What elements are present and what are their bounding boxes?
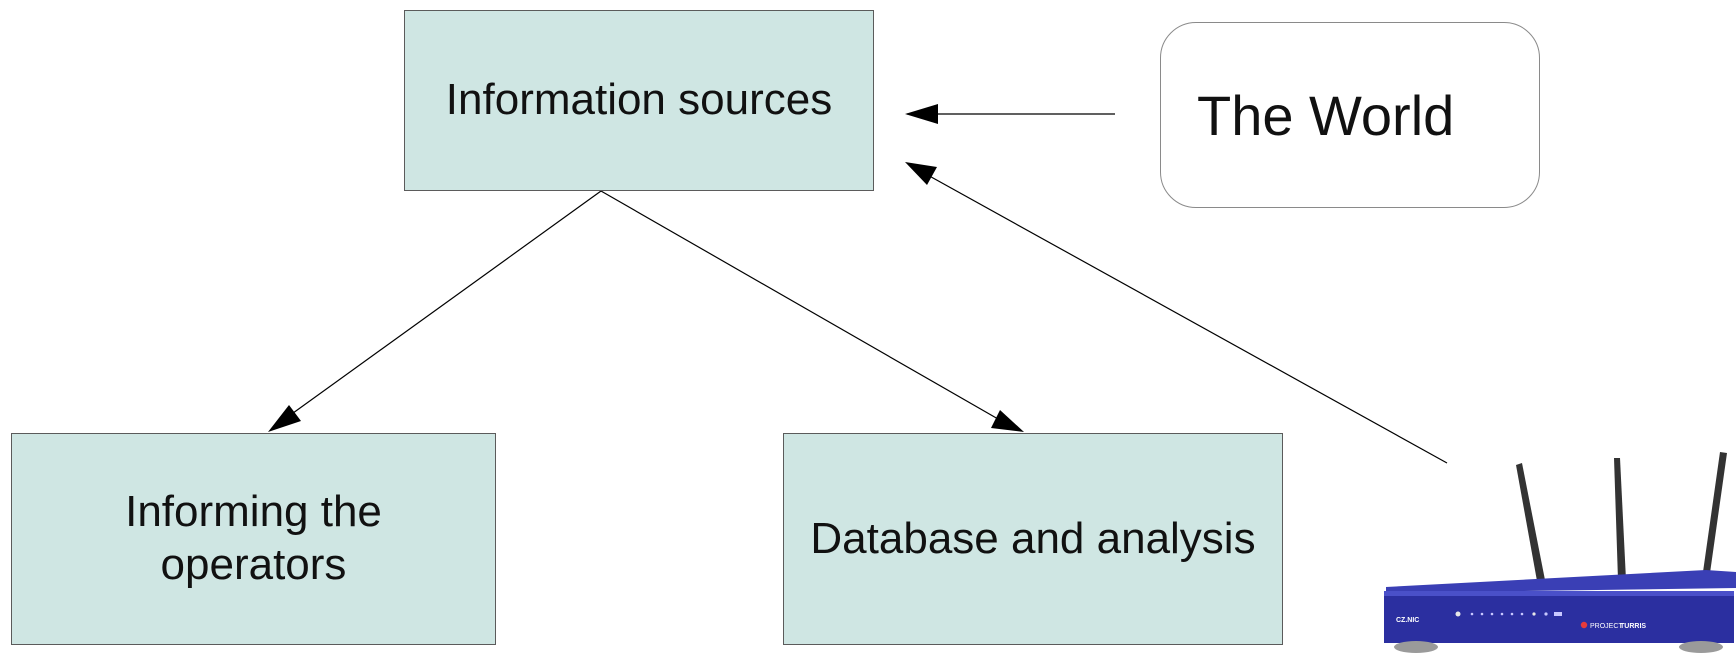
node-informing-operators-label: Informing the operators	[125, 487, 382, 589]
arrowhead-router-to-sources	[905, 162, 937, 185]
arrowhead-world-to-sources	[905, 104, 938, 124]
node-information-sources-label: Information sources	[445, 75, 833, 125]
arrowhead-sources-to-database	[991, 410, 1024, 432]
router-top-face	[1386, 570, 1736, 593]
router-antenna-left	[1516, 463, 1545, 581]
node-the-world-label: The World	[1197, 83, 1455, 147]
router-foot-right	[1679, 641, 1723, 653]
router-brand-right-b: TURRIS	[1620, 623, 1646, 630]
router-foot-left	[1394, 641, 1438, 653]
node-the-world: The World	[1160, 22, 1540, 208]
router-led-row	[1455, 611, 1562, 617]
router-logo-icon	[1580, 621, 1588, 629]
router-front-face	[1384, 591, 1734, 643]
node-database-analysis-label: Database and analysis	[810, 513, 1256, 563]
router-front-highlight	[1384, 591, 1734, 596]
edge-sources-to-operators	[281, 190, 602, 422]
router-antenna-right	[1702, 452, 1727, 580]
node-information-sources: Information sources	[404, 10, 874, 191]
node-database-analysis: Database and analysis	[783, 433, 1283, 645]
arrowhead-sources-to-operators	[268, 405, 301, 432]
router-antenna-middle	[1614, 458, 1626, 580]
node-informing-operators: Informing the operators	[11, 433, 496, 645]
edge-router-to-sources	[914, 167, 1448, 464]
router-brand-left: CZ.NIC	[1396, 617, 1419, 624]
edge-sources-to-database	[600, 190, 1006, 424]
router-brand-right-a: PROJECT	[1590, 623, 1623, 630]
router-image: CZ.NIC PROJECT TURRIS	[1384, 452, 1736, 653]
